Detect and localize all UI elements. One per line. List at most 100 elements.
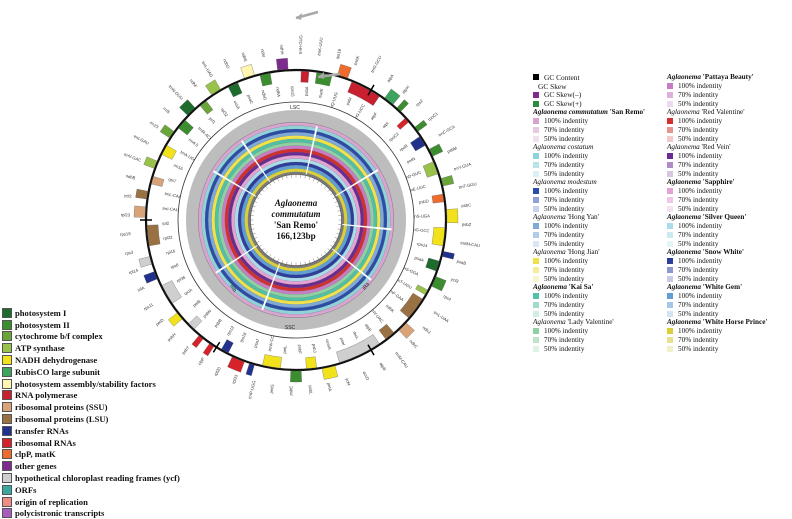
legend-label: photosystem assembly/stability factors	[15, 379, 156, 389]
identity-legend-row: 70% indentity	[533, 266, 658, 275]
gene-label: trnS-UGA	[412, 213, 430, 219]
gene-label: psaI	[339, 337, 346, 346]
gene-label: cemA	[325, 339, 333, 351]
gene-block	[260, 73, 272, 86]
legend-label: 70% indentity	[544, 301, 585, 309]
sample-cultivar: 'White Horse Prince'	[701, 318, 767, 326]
identity-legend-row: 100% indentity	[533, 222, 658, 231]
identity-legend-row: 50% indentity	[667, 274, 792, 283]
legend-swatch	[667, 258, 673, 264]
legend-label: ORFs	[15, 485, 36, 495]
gene-label: rpl22	[163, 234, 174, 240]
identity-legend-row: 100% indentity	[533, 187, 658, 196]
gene-label: psbD	[419, 198, 429, 204]
gene-label: rpl16	[166, 248, 177, 255]
sample-species: Aglaonema commutatum	[533, 108, 608, 116]
legend-swatch	[2, 485, 12, 495]
legend-item: RubisCO large subunit	[2, 366, 272, 378]
legend-label: 50% indentity	[678, 275, 719, 283]
gene-label: psaA	[414, 255, 425, 263]
gene-label: trnM-CAU	[394, 351, 409, 369]
identity-legend-row: 100% indentity	[667, 292, 792, 301]
legend-swatch	[2, 355, 12, 365]
identity-legend-row: 70% indentity	[667, 266, 792, 275]
sample-heading: Aglaonema modestum	[533, 178, 658, 187]
center-genome-size: 166,123bp	[276, 231, 315, 241]
identity-legend-row: 50% indentity	[667, 239, 792, 248]
identity-legend-row: GC Skew(–)	[533, 91, 658, 100]
legend-item: clpP, matK	[2, 449, 272, 461]
identity-legend-row: 50% indentity	[533, 344, 658, 353]
identity-legend-row: 70% indentity	[533, 196, 658, 205]
legend-label: 70% indentity	[678, 91, 719, 99]
legend-label: polycistronic transcripts	[15, 508, 104, 518]
identity-legend-row: 70% indentity	[667, 336, 792, 345]
legend-item: ribosomal RNAs	[2, 437, 272, 449]
sample-species: Aglaonema	[667, 213, 701, 221]
legend-swatch	[667, 311, 673, 317]
identity-legend-row: 70% indentity	[533, 126, 658, 135]
legend-label: 100% indentity	[544, 222, 588, 230]
legend-label: photosystem II	[15, 320, 70, 330]
legend-swatch	[2, 449, 12, 459]
sample-cultivar: 'White Gem'	[701, 283, 742, 291]
legend-swatch	[533, 92, 539, 98]
gene-label: trnL-CAA	[164, 191, 182, 199]
legend-swatch	[667, 223, 673, 229]
gene-label: ccsA	[233, 100, 242, 111]
legend-label: 100% indentity	[544, 327, 588, 335]
gene-label: psbC	[461, 202, 471, 208]
legend-label: RNA polymerase	[15, 390, 77, 400]
gene-label: matK	[317, 88, 324, 99]
identity-legend-row: 100% indentity	[667, 152, 792, 161]
legend-swatch	[2, 402, 12, 412]
gene-label: rrn5	[162, 106, 171, 115]
gene-label: petA	[326, 382, 333, 392]
gene-label: accD	[362, 370, 370, 381]
legend-label: 70% indentity	[678, 196, 719, 204]
gene-label: trnfM-CAU	[460, 240, 480, 248]
sample-heading: Aglaonema 'Kai Sa'	[533, 283, 658, 292]
gene-label: rpoA	[183, 287, 193, 296]
gene-label: psbL	[308, 385, 314, 395]
legend-item: ORFs	[2, 484, 272, 496]
sample-species: Aglaonema	[667, 143, 700, 151]
legend-label: 70% indentity	[678, 126, 719, 134]
gene-label: trnL-UAG	[201, 60, 214, 78]
legend-swatch	[667, 153, 673, 159]
legend-swatch	[667, 188, 673, 194]
gene-label: rrn23	[149, 120, 160, 130]
legend-label: 100% indentity	[678, 292, 722, 300]
gene-label: trnL-UAA	[433, 310, 450, 324]
gene-label: ndhG	[260, 90, 267, 101]
gene-label: rrn4.5	[188, 137, 200, 148]
gene-label: ndhD	[222, 58, 231, 69]
gene-label: psbM	[446, 145, 458, 154]
sample-heading: Aglaonema costatum	[533, 143, 658, 152]
gene-label: atpE	[364, 323, 373, 333]
identity-legend-row: 100% indentity	[533, 117, 658, 126]
legend-label: ATP synthase	[15, 343, 65, 353]
identity-legend-row: 50% indentity	[533, 239, 658, 248]
sample-heading: Aglaonema 'Pattaya Beauty'	[667, 73, 792, 82]
legend-label: 100% indentity	[544, 292, 588, 300]
sample-heading: Aglaonema 'Silver Queen'	[667, 213, 792, 222]
legend-swatch	[667, 337, 673, 343]
legend-label: 70% indentity	[544, 231, 585, 239]
identity-legend-row: 70% indentity	[667, 301, 792, 310]
legend-swatch	[667, 136, 673, 142]
gene-label: infA	[137, 285, 146, 293]
legend-label: RubisCO large subunit	[15, 367, 100, 377]
gene-label: rps7	[168, 177, 178, 184]
sample-cultivar: 'Pattaya Beauty'	[701, 73, 754, 81]
gene-label: psbF	[297, 345, 302, 355]
legend-swatch	[2, 320, 12, 330]
legend-label: 100% indentity	[544, 152, 588, 160]
legend-swatch	[2, 390, 12, 400]
legend-label: 50% indentity	[544, 275, 585, 283]
legend-label: 70% indentity	[678, 301, 719, 309]
identity-legend-row: GC Content	[533, 73, 658, 82]
gene-label: psbI	[345, 97, 353, 106]
identity-legend-row: 70% indentity	[533, 336, 658, 345]
gene-label: petN	[406, 156, 416, 165]
